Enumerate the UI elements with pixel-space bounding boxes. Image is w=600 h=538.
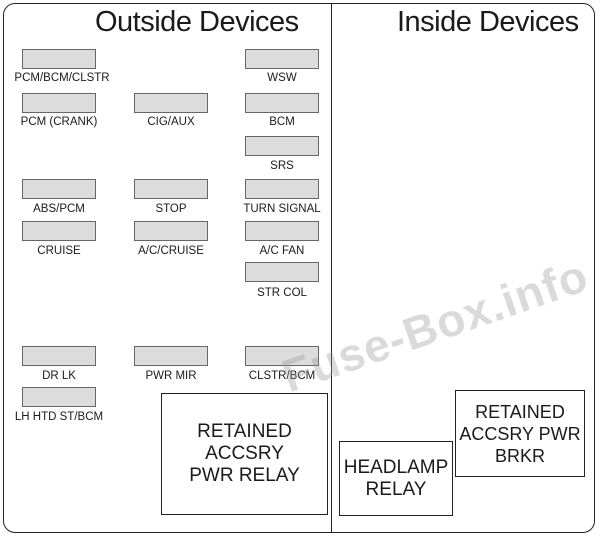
headlamp-relay: HEADLAMP RELAY <box>339 441 453 516</box>
fuse-label: CIG/AUX <box>147 116 195 128</box>
fuse-str-col <box>245 262 319 282</box>
fuse-clstr-bcm <box>245 346 319 366</box>
fuse-dr-lk <box>22 346 96 366</box>
fuse-abs-pcm <box>22 179 96 199</box>
fuse-label: TURN SIGNAL <box>243 203 321 215</box>
inside-devices-heading: Inside Devices <box>397 6 579 38</box>
retained-accsry-pwr-brkr: RETAINED ACCSRY PWR BRKR <box>455 390 585 477</box>
fuse-stop <box>134 179 208 199</box>
fuse-box-panel <box>3 3 595 533</box>
fuse-label: PCM/BCM/CLSTR <box>14 72 110 84</box>
fuse-pcm-bcm-clstr <box>22 49 96 69</box>
headlamp-relay-label: HEADLAMP RELAY <box>343 456 449 500</box>
section-divider <box>331 3 332 533</box>
fuse-label: SRS <box>270 160 294 172</box>
fuse-pcm-crank <box>22 93 96 113</box>
fuse-label: STR COL <box>257 287 307 299</box>
retained-accsry-pwr-brkr-label: RETAINED ACCSRY PWR BRKR <box>459 401 581 466</box>
fuse-lh-htd-st-bcm <box>22 387 96 407</box>
fuse-label: LH HTD ST/BCM <box>14 411 104 423</box>
fuse-ac-fan <box>245 221 319 241</box>
fuse-label: ABS/PCM <box>33 203 85 215</box>
fuse-bcm <box>245 93 319 113</box>
retained-accsry-pwr-relay: RETAINED ACCSRY PWR RELAY <box>161 393 328 515</box>
fuse-label: A/C FAN <box>259 245 305 257</box>
fuse-label: DR LK <box>42 370 76 382</box>
fuse-wsw <box>245 49 319 69</box>
fuse-pwr-mir <box>134 346 208 366</box>
fuse-srs <box>245 136 319 156</box>
fuse-cig-aux <box>134 93 208 113</box>
fuse-label: A/C/CRUISE <box>138 245 204 257</box>
retained-accsry-pwr-relay-label: RETAINED ACCSRY PWR RELAY <box>189 421 300 486</box>
fuse-label: PCM (CRANK) <box>20 116 98 128</box>
fuse-label: PWR MIR <box>145 370 197 382</box>
fuse-label: CRUISE <box>37 245 81 257</box>
fuse-label: WSW <box>267 72 297 84</box>
fuse-label: CLSTR/BCM <box>248 370 316 382</box>
fuse-label: BCM <box>269 116 295 128</box>
outside-devices-heading: Outside Devices <box>95 6 299 38</box>
fuse-label: STOP <box>155 203 187 215</box>
fuse-cruise <box>22 221 96 241</box>
fuse-turn-signal <box>245 179 319 199</box>
fuse-ac-cruise <box>134 221 208 241</box>
